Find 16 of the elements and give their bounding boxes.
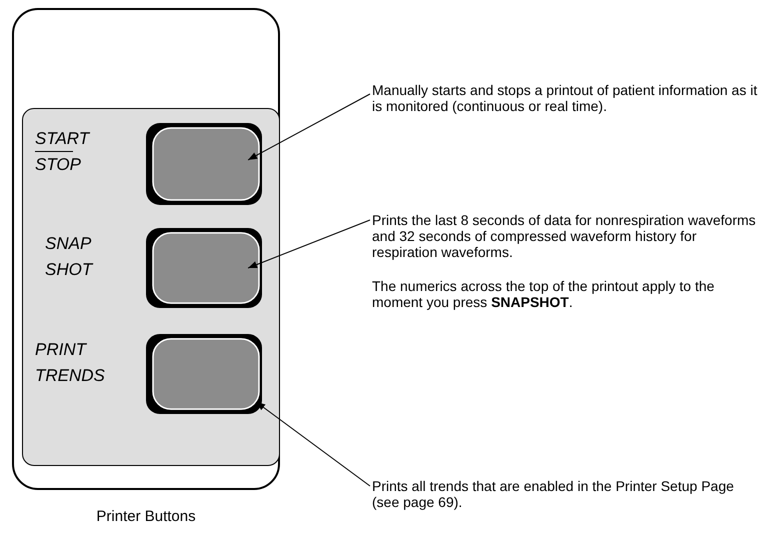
button-label: START STOP <box>35 128 91 176</box>
leader-line <box>248 94 370 160</box>
push-button <box>146 334 262 414</box>
button-label: SNAP SHOT <box>45 233 94 281</box>
button-panel <box>22 108 280 466</box>
callout-text: The numerics across the top of the printout apply to the moment you press SNAPSHOT. <box>372 278 716 310</box>
push-button <box>146 228 262 308</box>
push-button <box>146 123 262 205</box>
callout-text: Prints all trends that are enabled in the Printer Setup Page (see page 69). <box>372 478 735 510</box>
button-label: PRINT TRENDS <box>35 339 106 387</box>
callout-text: Prints the last 8 seconds of data for nonrespiration waveforms and 32 seconds of compressed waveform history for respiration waveforms. <box>372 212 757 260</box>
callout-text: Manually starts and stops a printout of patient information as it is monitored (continuous or real time). <box>372 82 758 114</box>
device-outline <box>12 8 280 490</box>
leader-line <box>256 402 370 486</box>
leader-line <box>248 220 370 268</box>
figure-caption: Printer Buttons <box>95 508 197 525</box>
